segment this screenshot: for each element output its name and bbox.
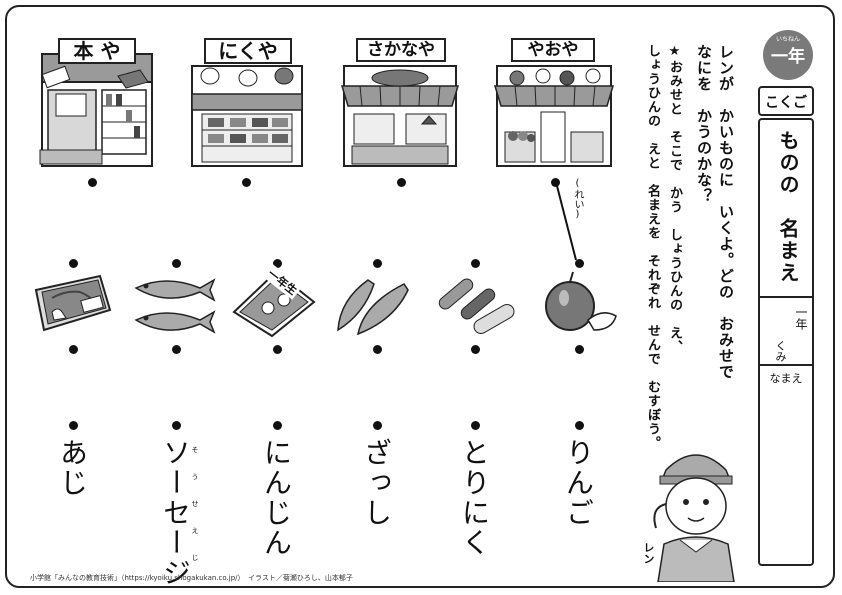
product-dot-top[interactable]: [172, 259, 181, 268]
footer-credit: 小学館「みんなの教育技術」（https://kyoiku.shogakukan.…: [30, 574, 353, 582]
example-label: (れい): [572, 178, 583, 220]
subject-box: [758, 86, 814, 116]
shop-butcher[interactable]: にくや: [188, 36, 306, 170]
character-name: レン: [642, 542, 655, 564]
character-ren: [640, 436, 752, 586]
product-sausage[interactable]: [432, 268, 518, 342]
product-aji[interactable]: [130, 268, 220, 342]
product-dot-top[interactable]: [273, 259, 282, 268]
product-dot-top[interactable]: [373, 259, 382, 268]
fish-shop-icon: [340, 65, 460, 167]
meat-pack-icon: [34, 274, 112, 332]
shop-sign: さかなや: [356, 38, 446, 62]
shop-sign: 本 や: [58, 38, 136, 64]
instruction-line-3: ★おみせと そこで かう しょうひんの え、: [667, 44, 682, 354]
horse-mackerel-icon: [134, 278, 216, 334]
word-dot[interactable]: [471, 421, 480, 430]
product-dot-top[interactable]: [69, 259, 78, 268]
class-label: 一年: [794, 306, 808, 330]
word-sausage: ソーセージ: [159, 438, 192, 588]
grade-badge-ruby: いちねん: [775, 36, 800, 43]
apple-icon: [545, 271, 617, 331]
detective-boy-icon: [653, 454, 735, 583]
title-divider: [758, 296, 814, 298]
grade-badge: [763, 30, 813, 80]
product-dot-bottom[interactable]: [172, 345, 181, 354]
product-dot-bottom[interactable]: [69, 345, 78, 354]
word-carrot: にんじん: [260, 438, 293, 558]
word-magazine: ざっし: [360, 438, 393, 528]
shop-sign: やおや: [511, 38, 595, 62]
product-meat[interactable]: [30, 268, 114, 342]
word-dot[interactable]: [69, 421, 78, 430]
shop-dot-bookstore[interactable]: [88, 178, 97, 187]
product-dot-bottom[interactable]: [273, 345, 282, 354]
word-sausage-ruby: そうせえじ: [191, 446, 199, 581]
instruction-line-1: レンが かいものに いくよ。どの おみせで: [717, 44, 735, 380]
word-dot[interactable]: [172, 421, 181, 430]
shop-greengrocer[interactable]: やおや: [493, 36, 615, 170]
name-label: なまえ: [769, 372, 803, 385]
word-dot[interactable]: [575, 421, 584, 430]
name-field[interactable]: [762, 388, 810, 560]
product-carrot[interactable]: [330, 268, 420, 342]
word-aji: あじ: [56, 438, 89, 498]
butcher-shop-icon: [191, 65, 303, 167]
shop-fish[interactable]: さかなや: [340, 36, 460, 170]
shop-sign: にくや: [204, 38, 292, 64]
sausage-icon: [438, 278, 515, 334]
greengrocer-icon: [493, 65, 615, 167]
instruction-line-4: しょうひんの えと 名まえを それぞれ せんで むすぼう。: [645, 44, 660, 450]
carrot-icon: [337, 279, 409, 336]
shop-dot-butcher[interactable]: [242, 178, 251, 187]
word-apple: りんご: [562, 438, 595, 528]
product-magazine[interactable]: 一年生: [230, 264, 316, 342]
word-chicken: とりにく: [458, 438, 491, 558]
product-dot-top[interactable]: [471, 259, 480, 268]
product-dot-bottom[interactable]: [575, 345, 584, 354]
title-box: [758, 118, 814, 566]
example-connector-line: [555, 181, 577, 261]
name-divider: [758, 364, 814, 366]
word-dot[interactable]: [373, 421, 382, 430]
product-dot-bottom[interactable]: [373, 345, 382, 354]
shop-bookstore[interactable]: 本 や: [38, 36, 156, 170]
product-dot-bottom[interactable]: [471, 345, 480, 354]
worksheet-title: ものの 名まえ: [776, 130, 800, 284]
instruction-line-2: なにを かうのかな？: [695, 44, 713, 204]
product-apple[interactable]: [538, 268, 622, 342]
product-dot-top[interactable]: [575, 259, 584, 268]
shop-dot-fish[interactable]: [397, 178, 406, 187]
kumi-label: くみ: [774, 340, 787, 362]
grade-badge-text: 一年: [771, 47, 805, 67]
word-dot[interactable]: [273, 421, 282, 430]
subject-label: こくご: [765, 95, 807, 111]
